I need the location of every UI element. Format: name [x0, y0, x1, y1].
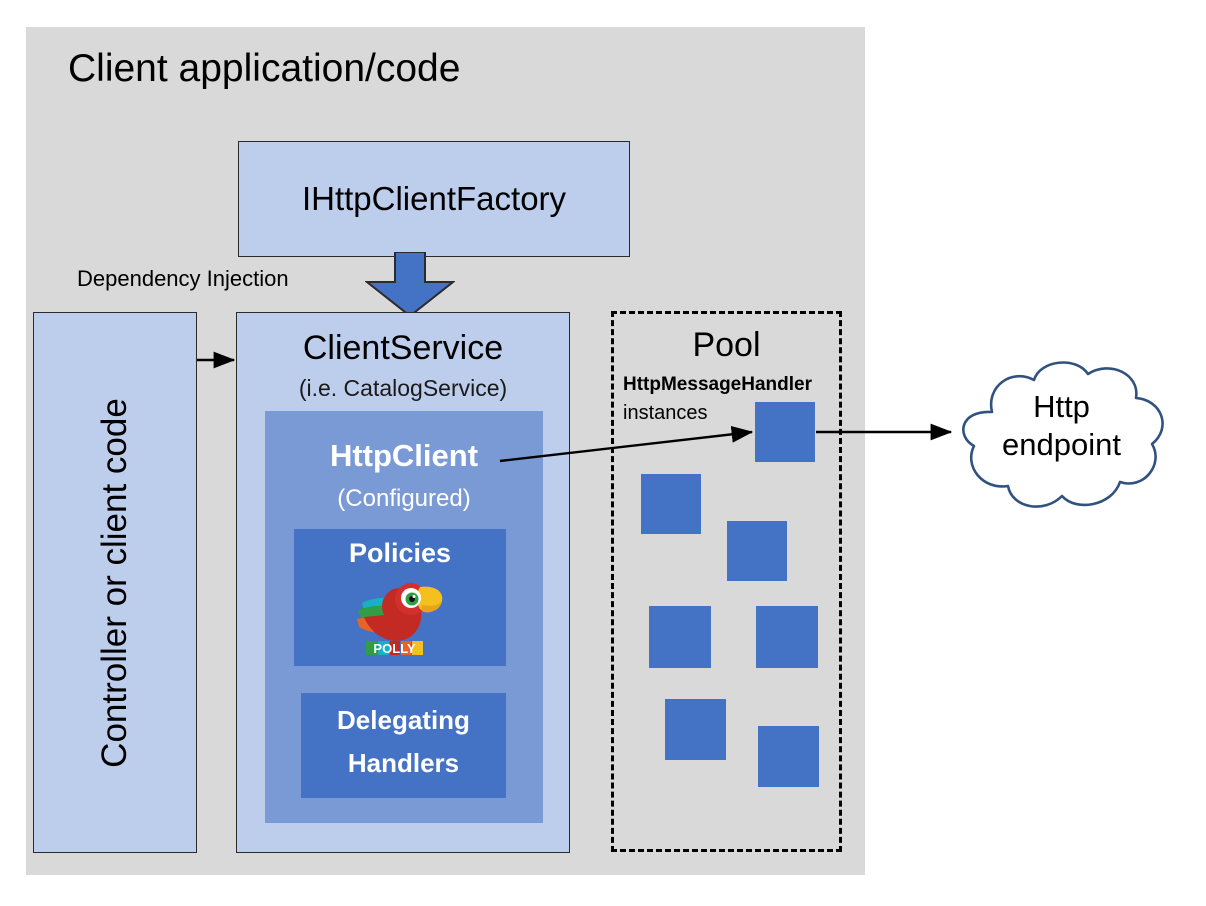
httpclient-title: HttpClient	[329, 438, 479, 473]
pool-subtitle-plain: instances	[623, 402, 708, 424]
polly-wordmark-text: POLLY	[373, 641, 415, 656]
policies-title: Policies	[348, 538, 452, 568]
http-endpoint-line2: endpoint	[1002, 426, 1121, 462]
pool-title: Pool	[692, 326, 761, 364]
dependency-injection-arrow-icon	[364, 251, 456, 318]
controller-or-client-code-label: Controller or client code	[95, 397, 134, 768]
http-endpoint-line1: Http	[1033, 389, 1090, 424]
clientservice-title: ClientService	[302, 329, 504, 367]
http-endpoint-label: Http endpoint	[940, 388, 1183, 464]
pool-instance-square	[665, 699, 726, 760]
pool-subtitle-bold: HttpMessageHandler	[623, 374, 812, 395]
pool-box: Pool HttpMessageHandler instances	[611, 311, 842, 852]
client-application-title: Client application/code	[68, 47, 461, 90]
ihttpclientfactory-box: IHttpClientFactory	[238, 141, 630, 257]
pool-instance-square	[758, 726, 819, 787]
delegating-handlers-line2: Handlers	[347, 748, 460, 778]
httpclient-subtitle: (Configured)	[337, 485, 471, 512]
delegating-handlers-line1: Delegating	[337, 705, 470, 735]
http-endpoint-cloud: Http endpoint	[940, 356, 1183, 516]
pool-instance-square	[641, 474, 701, 534]
policies-box: Policies	[294, 529, 506, 666]
ihttpclientfactory-label: IHttpClientFactory	[301, 180, 567, 217]
pool-instance-square	[755, 402, 815, 462]
pool-instance-square	[649, 606, 711, 668]
polly-parrot-logo-icon: POLLY	[354, 577, 446, 659]
dependency-injection-label: Dependency Injection	[77, 266, 289, 291]
pool-instance-square	[727, 521, 787, 581]
controller-or-client-code-box: Controller or client code	[33, 312, 197, 853]
pool-instance-square	[756, 606, 818, 668]
clientservice-subtitle: (i.e. CatalogService)	[298, 375, 508, 401]
delegating-handlers-box: Delegating Handlers	[301, 693, 506, 798]
